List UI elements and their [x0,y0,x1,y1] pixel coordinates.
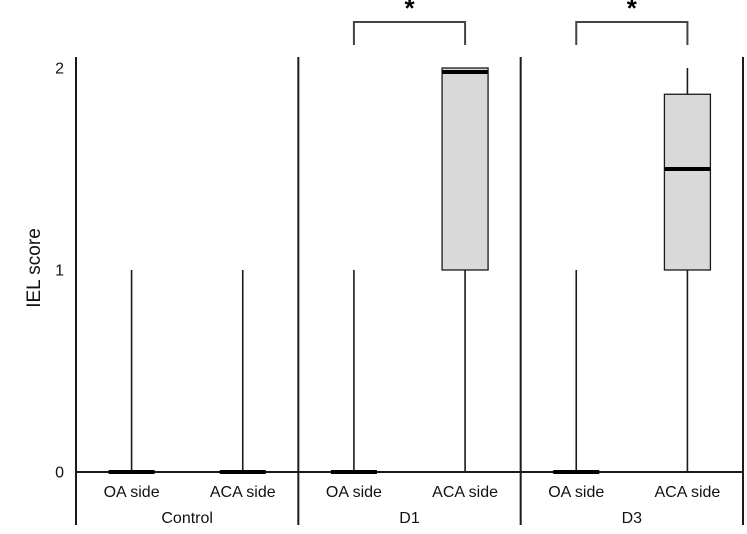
y-tick-label: 2 [55,61,64,78]
y-tick-label: 1 [55,263,64,280]
significance-bracket [352,21,467,45]
box-label: OA side [548,484,604,501]
iqr-box [663,93,712,271]
box-label: OA side [326,484,382,501]
significance-bracket [575,21,689,45]
y-tick-label: 0 [55,465,64,482]
y-axis-label: IEL score [24,228,45,308]
box-label: OA side [104,484,160,501]
group-label: D3 [622,510,643,527]
iqr-box [441,67,489,271]
box-label: ACA side [432,484,498,501]
significance-asterisk: * [404,0,415,23]
box-label: ACA side [210,484,276,501]
significance-asterisk: * [627,0,638,23]
group-label: D1 [399,510,420,527]
group-label: Control [161,510,213,527]
box-label: ACA side [655,484,721,501]
